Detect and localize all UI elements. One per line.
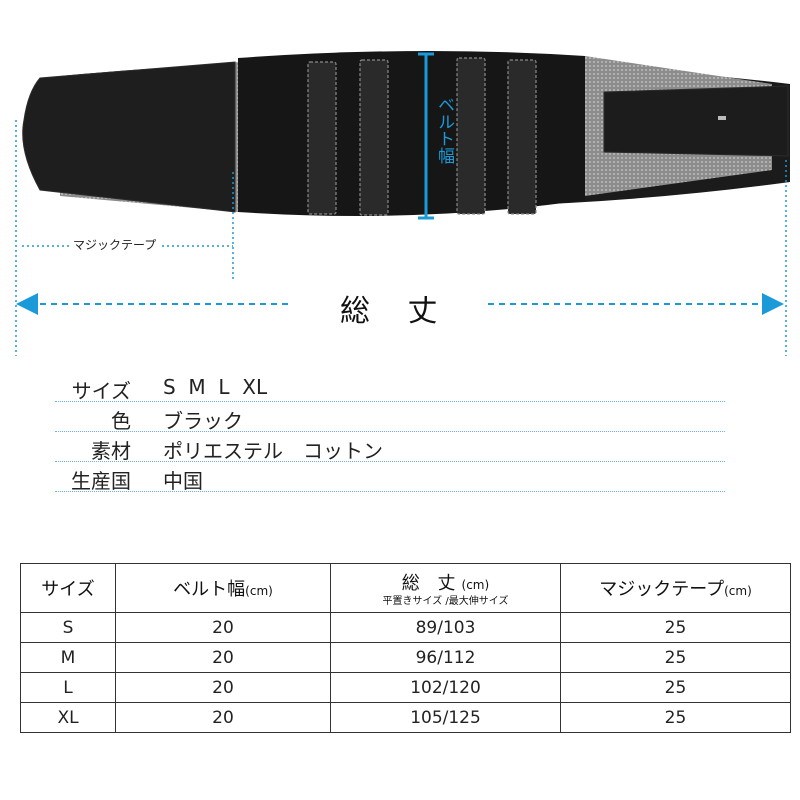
table-row: M 20 96/112 25 xyxy=(20,642,791,673)
velcro-flap-right xyxy=(603,85,789,157)
header-total-length: 総 丈(cm) 平置きサイズ /最大伸サイズ xyxy=(330,563,561,613)
cell-total: 105/125 xyxy=(330,702,561,733)
spec-row-material: 素材 ポリエステル コットン xyxy=(55,432,725,463)
header-total-subtitle: 平置きサイズ /最大伸サイズ xyxy=(382,596,509,607)
cell-width: 20 xyxy=(115,672,331,703)
stay-3 xyxy=(456,57,486,215)
spec-row-size: サイズ S M L XL xyxy=(55,372,725,403)
spec-value: ブラック xyxy=(163,409,243,433)
table-row: S 20 89/103 25 xyxy=(20,612,791,643)
total-length-dimension xyxy=(16,293,784,315)
cell-total: 89/103 xyxy=(330,612,561,643)
header-size: サイズ xyxy=(20,563,116,613)
cell-width: 20 xyxy=(115,612,331,643)
cell-width: 20 xyxy=(115,702,331,733)
cell-size: L xyxy=(20,672,116,703)
spec-row-origin: 生産国 中国 xyxy=(55,462,725,493)
cell-magic: 25 xyxy=(560,702,791,733)
brand-tag xyxy=(718,116,726,120)
cell-size: S xyxy=(20,612,116,643)
stay-4 xyxy=(507,59,537,215)
cell-magic: 25 xyxy=(560,672,791,703)
spec-row-color: 色 ブラック xyxy=(55,402,725,433)
size-table: サイズ ベルト幅(cm) 総 丈(cm) 平置きサイズ /最大伸サイズ マジック… xyxy=(20,563,791,733)
cell-total: 102/120 xyxy=(330,672,561,703)
belt-illustration xyxy=(15,50,790,356)
belt-width-label: ベルト幅 xyxy=(434,96,454,164)
stay-1 xyxy=(307,61,337,215)
header-belt-width: ベルト幅(cm) xyxy=(115,563,331,613)
header-magic-tape: マジックテープ(cm) xyxy=(560,563,791,613)
magic-tape-label: マジックテープ xyxy=(70,236,160,253)
cell-magic: 25 xyxy=(560,612,791,643)
belt-product-figure: マジックテープ 総 丈 ベルト幅 xyxy=(0,0,800,360)
cell-size: XL xyxy=(20,702,116,733)
spec-key: サイズ xyxy=(71,379,131,403)
cell-width: 20 xyxy=(115,642,331,673)
total-length-label: 総 丈 xyxy=(340,294,452,329)
table-row: XL 20 105/125 25 xyxy=(20,702,791,733)
arrow-left xyxy=(16,293,38,315)
stay-2 xyxy=(359,59,389,216)
spec-value: 中国 xyxy=(163,469,203,493)
spec-key: 生産国 xyxy=(71,469,131,493)
spec-value: S M L XL xyxy=(163,375,268,399)
cell-magic: 25 xyxy=(560,642,791,673)
cell-size: M xyxy=(20,642,116,673)
spec-key: 素材 xyxy=(91,439,131,463)
spec-list: サイズ S M L XL 色 ブラック 素材 ポリエステル コットン 生産国 中… xyxy=(55,372,725,493)
cell-total: 96/112 xyxy=(330,642,561,673)
spec-key: 色 xyxy=(111,409,131,433)
velcro-flap-left xyxy=(22,61,236,213)
arrow-right xyxy=(762,293,784,315)
spec-value: ポリエステル コットン xyxy=(163,439,383,463)
belt-width-indicator xyxy=(418,52,434,220)
table-header-row: サイズ ベルト幅(cm) 総 丈(cm) 平置きサイズ /最大伸サイズ マジック… xyxy=(20,563,791,613)
table-row: L 20 102/120 25 xyxy=(20,672,791,703)
stays xyxy=(307,57,537,216)
